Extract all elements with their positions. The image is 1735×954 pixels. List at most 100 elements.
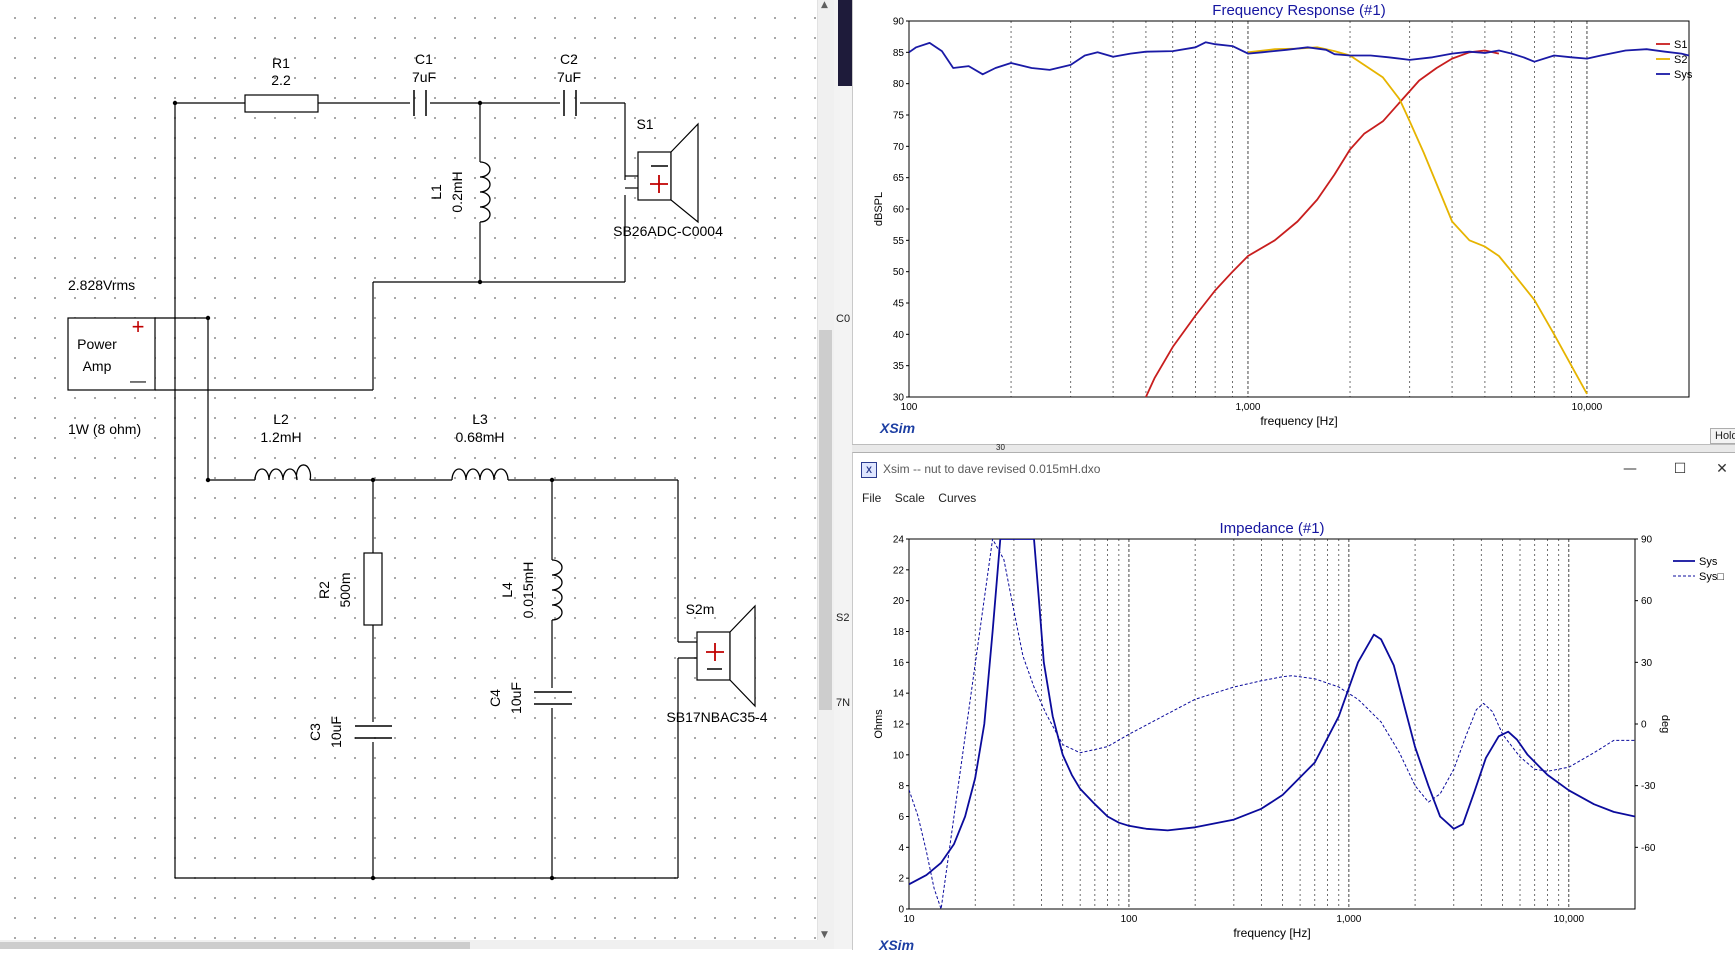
schematic-canvas[interactable]: + — Power Amp 2.828Vrms 1W (8 ohm) [0,0,820,949]
c4-name: C4 [487,689,503,707]
menu-file[interactable]: File [862,491,882,505]
imp-legend-label: Sys [1699,556,1718,568]
s1-model: SB26ADC-C0004 [613,223,723,239]
imp-series-sys-line [909,539,1635,886]
power-amp-block[interactable] [67,317,156,391]
freq-y-tick-label: 40 [893,330,905,341]
imp-x-tick-label: 10 [903,914,915,925]
r1-name: R1 [272,55,290,71]
schematic-horizontal-scroll-thumb[interactable] [0,942,470,949]
freq-legend-label: Sys [1674,69,1693,81]
maximize-button[interactable]: ☐ [1673,461,1687,477]
l2-name: L2 [273,411,289,427]
imp-y-tick-label: 4 [898,843,904,854]
imp-y-tick-label: 22 [893,565,905,576]
freq-x-tick-label: 1,000 [1235,402,1260,413]
scroll-down-icon[interactable]: ▼ [821,930,828,940]
impedance-window[interactable]: X Xsim -- nut to dave revised 0.015mH.dx… [852,452,1735,953]
imp-legend-label: Sys□ [1699,571,1724,583]
imp-y-tick-label: 18 [893,627,905,638]
schematic-drawing: + — Power Amp 2.828Vrms 1W (8 ohm) [67,51,768,881]
hold-button[interactable]: Hold [1710,428,1735,444]
freq-y-tick-label: 85 [893,48,905,59]
s2m-name: S2m [686,601,715,617]
l1-value: 0.2mH [449,171,465,212]
freq-x-axis-label: frequency [Hz] [1260,414,1337,428]
background-fragment-4: 30 [996,443,1005,452]
impedance-window-titlebar[interactable]: X Xsim -- nut to dave revised 0.015mH.dx… [853,453,1735,487]
freq-x-tick-label: 10,000 [1572,402,1603,413]
close-button[interactable]: ✕ [1716,461,1728,477]
l2-value: 1.2mH [260,429,301,445]
xsim-logo: XSim [880,420,916,436]
r2-name: R2 [316,581,332,599]
imp-y-tick-label: 2 [898,874,904,885]
freq-y-tick-label: 60 [893,205,905,216]
freq-legend-label: S2 [1674,54,1687,66]
imp-series-sys-phase-line [909,539,1635,909]
menu-scale[interactable]: Scale [894,491,925,505]
c2-value: 7uF [557,69,581,85]
s2m-model: SB17NBAC35-4 [666,709,767,725]
imp-y-tick-label: 20 [893,596,905,607]
freq-series-sys-line [909,41,1689,76]
freq-chart-title: Frequency Response (#1) [1212,2,1385,19]
c3-value: 10uF [328,716,344,748]
imp-y2-tick-label: 60 [1641,596,1653,607]
freq-y-tick-label: 50 [893,267,905,278]
l1-name: L1 [428,184,444,200]
freq-x-tick-label: 100 [901,402,918,413]
amp-label-line1: Power [77,336,117,352]
background-window-edge: 30 [852,443,1735,453]
imp-y-tick-label: 6 [898,812,904,823]
freq-y-tick-label: 55 [893,236,905,247]
c2-name: C2 [560,51,578,67]
impedance-window-title: Xsim -- nut to dave revised 0.015mH.dxo [883,462,1101,476]
schematic-vertical-scroll-thumb[interactable] [819,330,832,710]
r2-value: 500m [337,572,353,607]
imp-y-tick-label: 8 [898,781,904,792]
amp-label-line2: Amp [83,358,112,374]
amp-power-label: 1W (8 ohm) [68,421,141,437]
background-fragment-3: 7N [836,697,851,709]
c4-value: 10uF [508,682,524,714]
freq-series-s1-line [1145,49,1500,397]
impedance-menubar: File Scale Curves [853,487,1735,509]
imp-chart-title: Impedance (#1) [1219,520,1324,537]
s1-name: S1 [636,116,653,132]
imp-y-tick-label: 0 [898,905,904,916]
s2m-speaker-symbol[interactable] [678,604,756,708]
freq-y-tick-label: 80 [893,79,905,90]
amp-plus-sign: + [132,314,145,339]
background-window-strip [834,0,854,949]
imp-y2-tick-label: -60 [1641,843,1656,854]
imp-x-tick-label: 100 [1121,914,1138,925]
l4-name: L4 [499,582,515,598]
background-dark-region [838,0,854,86]
freq-plot-frame [908,20,1690,398]
freq-y-tick-label: 30 [893,393,905,404]
scroll-up-icon[interactable]: ▲ [821,0,828,10]
l3-name: L3 [472,411,488,427]
freq-legend-label: S1 [1674,39,1687,51]
imp-x-axis-label: frequency [Hz] [1233,926,1310,940]
imp-y-tick-label: 24 [893,535,905,546]
xsim-app-icon: X [861,462,877,478]
source-voltage-label: 2.828Vrms [68,277,135,293]
minimize-button[interactable]: — [1623,461,1637,477]
imp-y2-tick-label: 30 [1641,658,1653,669]
imp-y2-tick-label: -30 [1641,781,1656,792]
freq-y-tick-label: 45 [893,299,905,310]
menu-curves[interactable]: Curves [938,491,977,505]
background-fragment-1: C0 [836,313,851,325]
imp-y-axis-label: Ohms [873,709,885,739]
imp-y-tick-label: 10 [893,750,905,761]
l4-value: 0.015mH [520,562,536,619]
imp-plot-frame [908,538,1636,910]
c3-name: C3 [307,723,323,741]
background-fragment-2: S2 [836,612,850,624]
s1-speaker-symbol[interactable] [625,122,699,224]
imp-y2-axis-label: deg [1659,715,1671,733]
